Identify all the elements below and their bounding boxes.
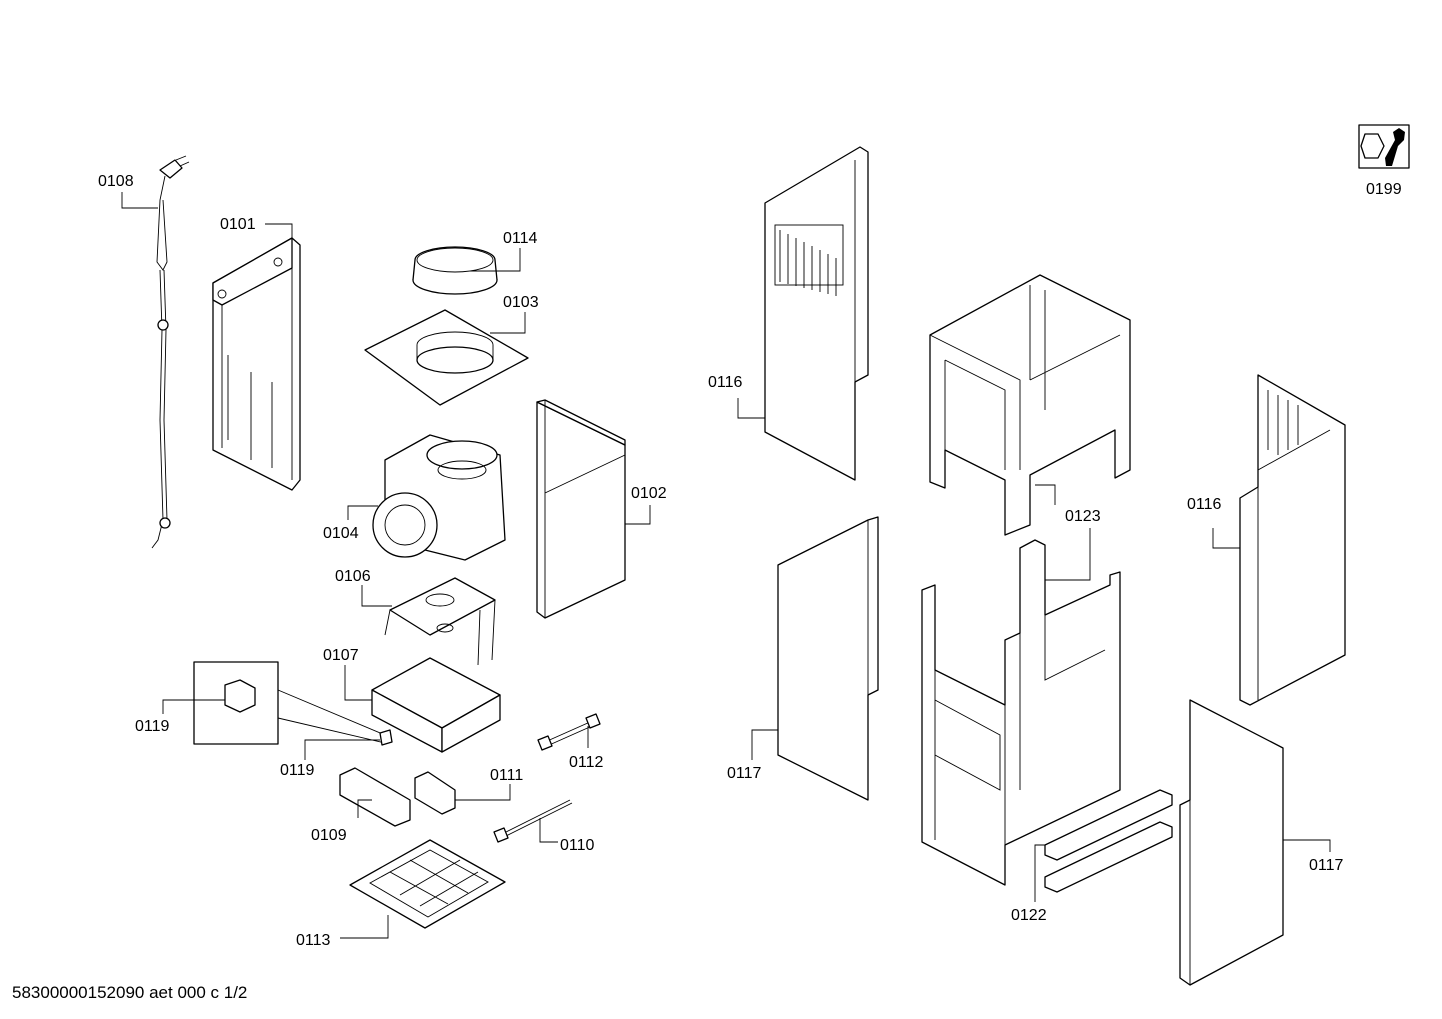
wrench-nut-icon <box>1358 124 1410 169</box>
electronic-module-part <box>414 771 456 815</box>
leader-0103 <box>490 312 526 334</box>
leader-0116-left <box>737 398 765 419</box>
leader-0123 <box>1035 484 1056 505</box>
grease-filter-part <box>349 839 506 929</box>
callout-0113: 0113 <box>296 932 331 949</box>
callout-0112: 0112 <box>569 754 604 771</box>
leader-0123-lower <box>1045 528 1091 581</box>
motor-bracket-part <box>384 577 496 666</box>
leader-0111 <box>455 784 511 801</box>
leader-0117-right <box>1283 839 1331 852</box>
leader-0116-right <box>1212 528 1240 549</box>
callout-0103: 0103 <box>503 294 539 311</box>
base-rails-part <box>1044 789 1173 893</box>
detail-box-0119 <box>193 661 393 746</box>
leader-0101 <box>265 223 293 238</box>
callout-0123: 0123 <box>1065 508 1101 525</box>
mounting-plate-part <box>364 309 529 406</box>
chimney-panel-upper-left <box>764 146 869 481</box>
callout-0107: 0107 <box>323 647 359 664</box>
callout-0117-left: 0117 <box>727 765 762 782</box>
callout-0116-right: 0116 <box>1187 496 1222 513</box>
callout-0119-box: 0119 <box>135 718 170 735</box>
callout-0108: 0108 <box>98 173 134 190</box>
leader-0104 <box>347 505 378 520</box>
callout-0114: 0114 <box>503 230 538 247</box>
back-panel-part <box>212 237 301 491</box>
callout-0110: 0110 <box>560 837 595 854</box>
housing-part <box>536 399 626 619</box>
callout-0109: 0109 <box>311 827 347 844</box>
callout-0106: 0106 <box>335 568 371 585</box>
service-icon-label: 0199 <box>1366 181 1402 198</box>
callout-0119-part: 0119 <box>280 762 315 779</box>
chimney-panel-lower-right <box>1179 699 1284 986</box>
leader-0106 <box>361 585 392 607</box>
leader-0114 <box>470 248 521 272</box>
leader-0122 <box>1034 844 1045 902</box>
callout-0122: 0122 <box>1011 907 1047 924</box>
callout-0101: 0101 <box>220 216 256 233</box>
callout-0111: 0111 <box>490 767 523 784</box>
collar-ring-part <box>412 246 498 295</box>
blower-motor-part <box>372 434 506 561</box>
leader-0108 <box>121 192 158 209</box>
callout-0117-right: 0117 <box>1309 857 1344 874</box>
callout-0116-left: 0116 <box>708 374 743 391</box>
leader-0102 <box>625 505 651 525</box>
upper-support-frame <box>929 274 1131 536</box>
leader-0119-box <box>162 699 225 714</box>
ribbon-cable-part <box>537 713 601 751</box>
leader-0110 <box>539 818 558 843</box>
document-code: 58300000152090 aet 000 c 1/2 <box>12 983 247 1002</box>
control-box-part <box>371 657 501 753</box>
power-cord-part <box>151 155 190 549</box>
chimney-panel-upper-right <box>1239 374 1346 706</box>
leader-0119-part <box>304 739 380 760</box>
leader-0113 <box>340 915 389 939</box>
lower-support-frame <box>921 539 1121 886</box>
cable-harness-part <box>493 799 573 843</box>
leader-0107 <box>344 665 372 701</box>
callout-0104: 0104 <box>323 525 359 542</box>
callout-0102: 0102 <box>631 485 667 502</box>
leader-0109 <box>357 799 372 818</box>
switch-panel-part <box>339 767 411 827</box>
chimney-panel-lower-left <box>777 516 879 801</box>
leader-0117-left <box>751 729 778 760</box>
